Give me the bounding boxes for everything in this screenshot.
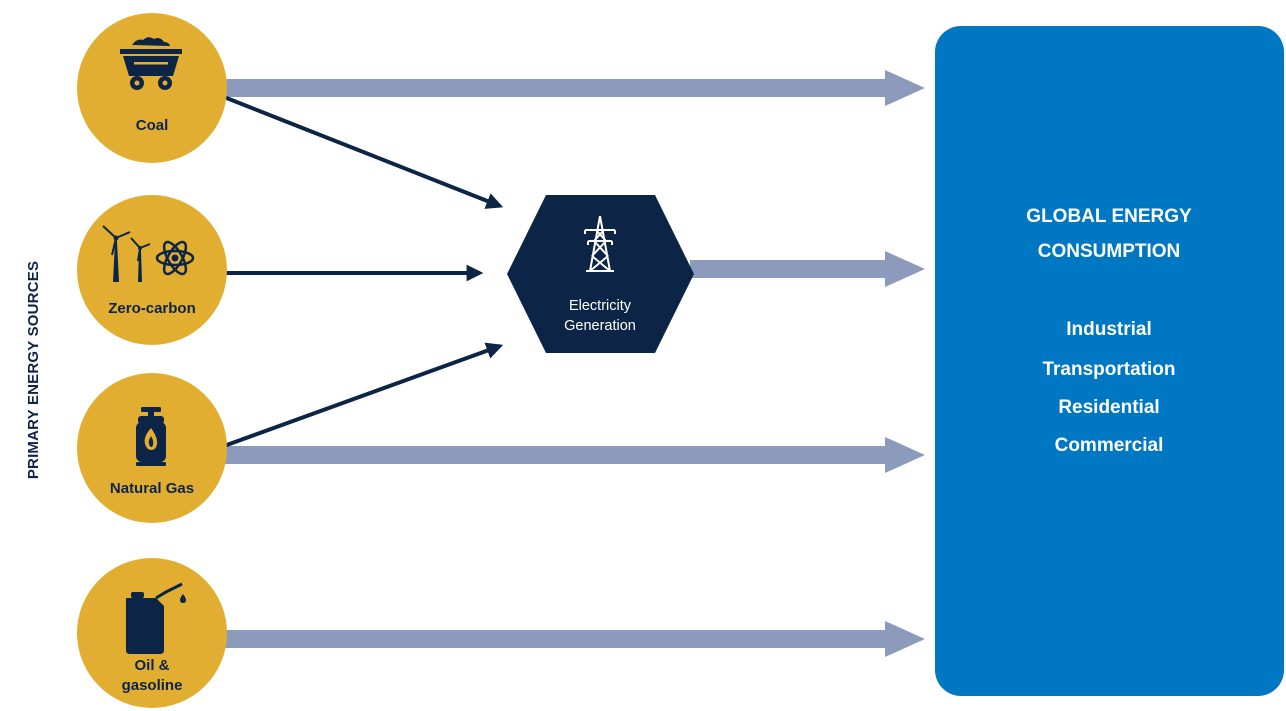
transmission-tower-icon <box>584 215 616 272</box>
coal-cart-icon <box>120 37 182 90</box>
source-label-zero-carbon: Zero-carbon <box>108 300 196 317</box>
hub-label-line2: Generation <box>564 318 636 334</box>
consumption-title-line2: CONSUMPTION <box>1038 241 1181 262</box>
flow-arrow-electricity <box>690 251 925 287</box>
source-coal: Coal <box>77 13 227 163</box>
hub-label-line1: Electricity <box>569 298 632 314</box>
side-label: PRIMARY ENERGY SOURCES <box>25 261 42 479</box>
wind-nuclear-icon <box>102 225 195 282</box>
source-zero-carbon: Zero-carbon <box>77 195 227 345</box>
source-label-coal: Coal <box>136 117 169 134</box>
hub-hexagon <box>507 195 694 353</box>
source-circle <box>77 13 227 163</box>
flow-arrow-natural-gas <box>225 437 925 473</box>
source-oil-gasoline: Oil & gasoline <box>77 558 227 708</box>
consumption-title-line1: GLOBAL ENERGY <box>1026 206 1192 227</box>
global-energy-consumption-box: GLOBAL ENERGY CONSUMPTION Industrial Tra… <box>935 26 1284 696</box>
electricity-input-arrows <box>223 95 504 448</box>
source-circle <box>77 195 227 345</box>
source-label-natural-gas: Natural Gas <box>110 480 194 497</box>
electricity-generation-node: Electricity Generation <box>507 195 694 353</box>
source-natural-gas: Natural Gas <box>77 373 227 523</box>
consumption-box-background <box>935 26 1284 696</box>
sector-commercial: Commercial <box>1055 435 1164 456</box>
gas-cylinder-icon <box>136 407 166 466</box>
flow-arrows <box>225 70 925 657</box>
flow-arrow-oil <box>225 621 925 657</box>
sector-industrial: Industrial <box>1066 319 1152 340</box>
fuel-can-icon <box>126 582 186 654</box>
source-label-oil-line1: Oil & <box>134 657 169 674</box>
sector-transportation: Transportation <box>1042 359 1175 380</box>
flow-arrow-coal <box>225 70 925 106</box>
source-label-oil-line2: gasoline <box>122 677 183 694</box>
sector-residential: Residential <box>1058 397 1159 418</box>
arrow-gas-to-electricity <box>223 342 504 448</box>
arrow-coal-to-electricity <box>223 95 504 209</box>
